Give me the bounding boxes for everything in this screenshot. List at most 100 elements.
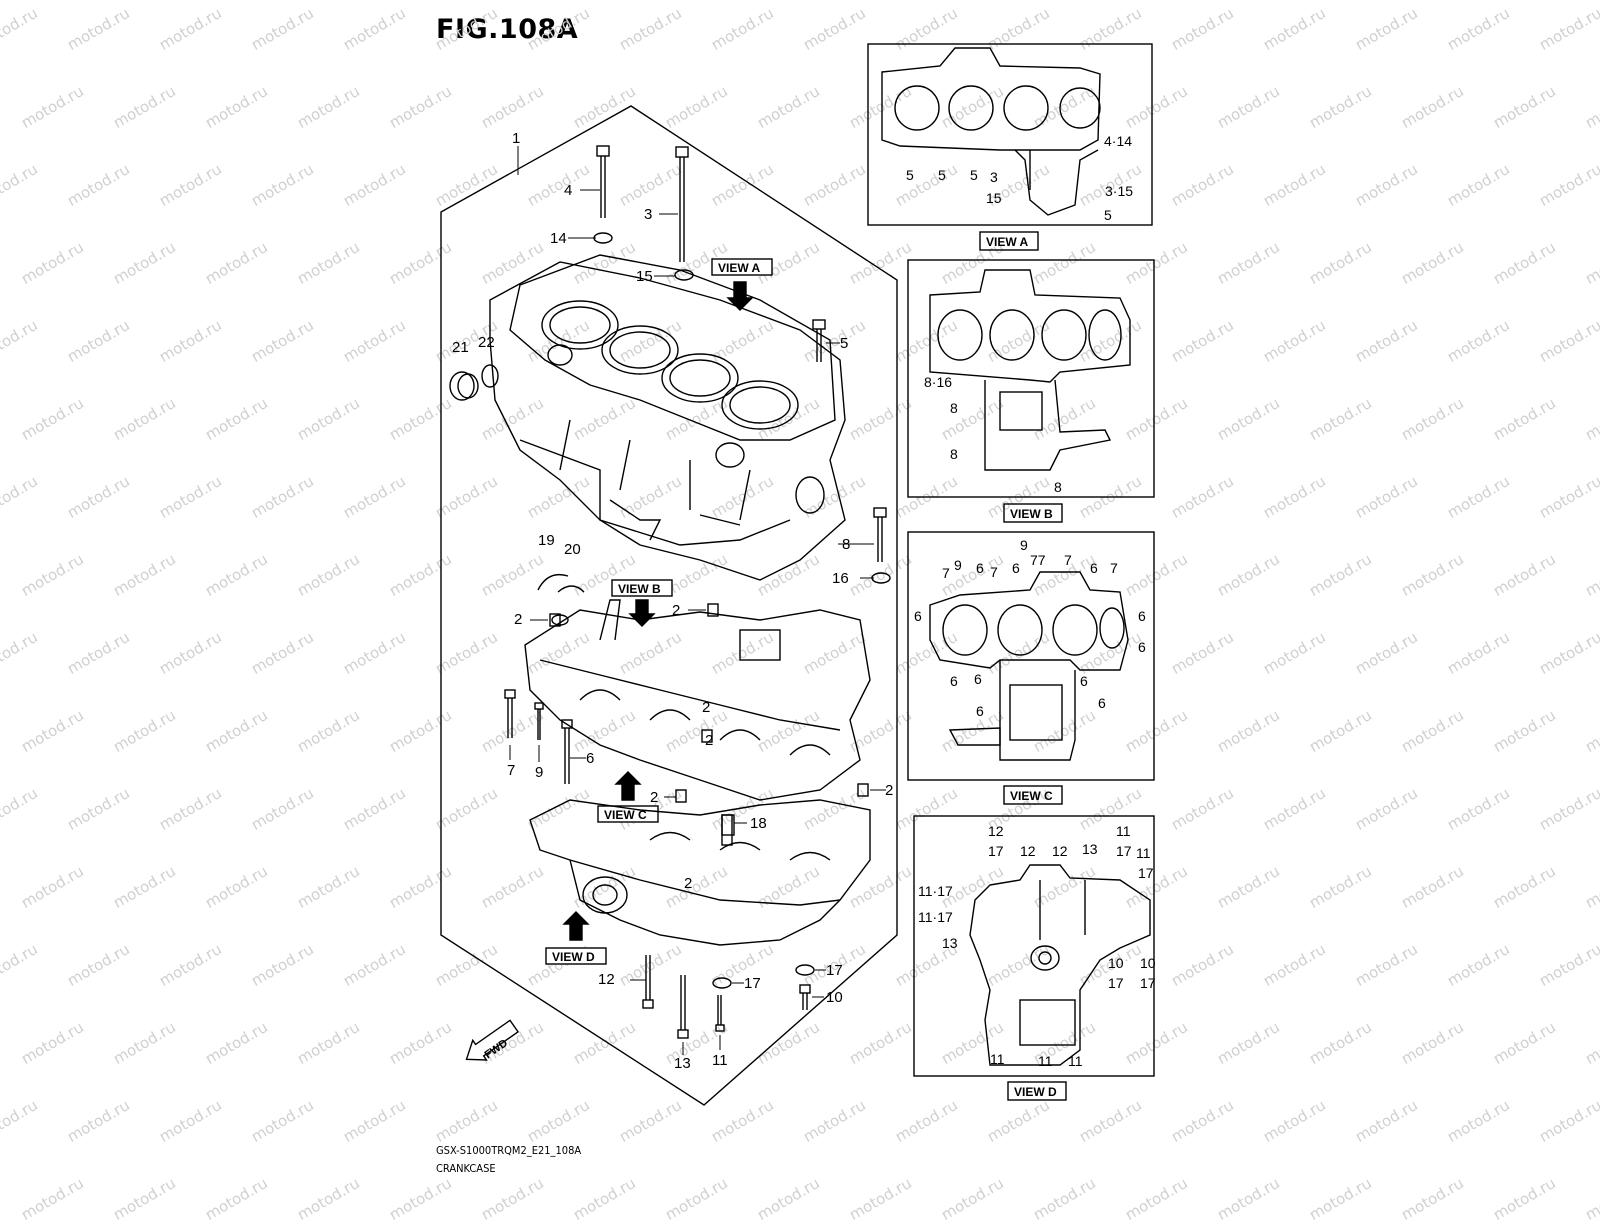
vc-6j: 6: [1098, 695, 1106, 711]
vc-6g: 6: [950, 673, 958, 689]
view-a-box: [867, 43, 1153, 226]
vc-6d: 6: [914, 608, 922, 624]
va-4-14: 4·14: [1104, 133, 1132, 149]
callout-9: 9: [535, 764, 543, 781]
callout-2g: 2: [702, 699, 710, 716]
callout-5: 5: [840, 335, 848, 352]
va-5d: 5: [1104, 207, 1112, 223]
dowel-pins: [549, 603, 869, 803]
vd-17e: 17: [1140, 975, 1156, 991]
view-c-label-box: [1003, 785, 1063, 805]
vc-7a: 7: [942, 565, 950, 581]
vd-11a: 11: [1116, 823, 1131, 839]
view-a-tag-text: VIEW A: [718, 261, 761, 275]
va-3: 3: [990, 169, 998, 185]
washer-14: [593, 232, 613, 244]
bolt-3: [675, 146, 689, 262]
callout-2a: 2: [514, 611, 522, 628]
callout-17a: 17: [744, 975, 761, 992]
callout-13: 13: [674, 1055, 691, 1072]
callout-20: 20: [564, 541, 581, 558]
view-d-tag: [545, 947, 607, 965]
callout-22: 22: [478, 334, 495, 351]
model-code: GSX-S1000TRQM2_E21_108A: [436, 1144, 582, 1157]
callout-4: 4: [564, 182, 572, 199]
view-b-drawing: [929, 269, 1131, 471]
bolt-8: [873, 507, 887, 562]
vd-17a: 17: [988, 843, 1004, 859]
view-b-label: VIEW B: [1010, 507, 1053, 521]
vd-13b: 13: [942, 935, 958, 951]
vc-7c: 7: [1110, 560, 1118, 576]
washer-16: [871, 572, 891, 584]
callout-6: 6: [586, 750, 594, 767]
plug-21: [449, 371, 479, 401]
callout-21: 21: [452, 339, 469, 356]
callout-2c: 2: [705, 732, 713, 749]
view-c-drawing: [929, 571, 1129, 761]
vc-6k: 6: [1080, 673, 1088, 689]
callout-10: 10: [826, 989, 843, 1006]
bearing-19: [537, 573, 569, 591]
callout-17b: 17: [826, 962, 843, 979]
callout-14: 14: [550, 230, 567, 247]
bolt-7: [504, 689, 516, 738]
view-d-label-box: [1007, 1081, 1067, 1101]
vc-77: 77: [1030, 552, 1046, 568]
callout-18: 18: [750, 815, 767, 832]
callout-3: 3: [644, 206, 652, 223]
vc-6e: 6: [1138, 608, 1146, 624]
callout-15: 15: [636, 268, 653, 285]
callout-7: 7: [507, 762, 515, 779]
va-5a: 5: [906, 167, 914, 183]
view-a-tag: [711, 258, 773, 276]
vb-8-16: 8·16: [924, 374, 952, 390]
leader-lines: [509, 146, 886, 1055]
vc-6a: 6: [976, 560, 984, 576]
vd-12a: 12: [988, 823, 1004, 839]
view-b-tag-text: VIEW B: [618, 582, 661, 596]
washer-17: [712, 977, 732, 989]
washer-15: [674, 269, 694, 281]
bolt-12: [642, 955, 654, 1009]
vd-11b: 11: [1136, 845, 1151, 861]
bolt-5: [812, 319, 826, 362]
view-a-label: VIEW A: [986, 235, 1029, 249]
view-b-label-box: [1003, 503, 1063, 523]
vd-11-17b: 11·17: [918, 909, 953, 925]
view-a-label-box: [979, 231, 1039, 251]
bolt-9: [534, 702, 544, 740]
vc-6c: 6: [1090, 560, 1098, 576]
vd-11c: 11: [990, 1051, 1005, 1067]
va-5b: 5: [938, 167, 946, 183]
view-a-drawing: [881, 47, 1101, 216]
view-d-arrow: [562, 911, 590, 941]
vd-12b: 12: [1020, 843, 1036, 859]
bolt-11: [715, 995, 725, 1032]
part-group-name: CRANKCASE: [436, 1162, 496, 1175]
bolt-13: [677, 975, 689, 1039]
vd-10b: 10: [1140, 955, 1156, 971]
view-b-arrow: [628, 599, 656, 627]
vc-7d: 7: [990, 564, 998, 580]
view-a-arrow: [726, 281, 754, 311]
callout-16: 16: [832, 570, 849, 587]
view-c-tag-text: VIEW C: [604, 808, 647, 822]
washer-17b: [795, 964, 815, 976]
view-b-tag: [611, 579, 673, 597]
vb-8b: 8: [950, 446, 958, 462]
vc-9b: 9: [1020, 537, 1028, 553]
callout-2e: 2: [885, 782, 893, 799]
gasket-22: [481, 364, 499, 388]
callout-2f: 2: [684, 875, 692, 892]
vd-11e: 11: [1068, 1053, 1083, 1069]
callout-8: 8: [842, 536, 850, 553]
vb-8a: 8: [950, 400, 958, 416]
view-d-label: VIEW D: [1014, 1085, 1057, 1099]
vd-17c: 17: [1138, 865, 1154, 881]
figure-title: FIG.108A: [436, 14, 579, 45]
vd-11-17a: 11·17: [918, 883, 953, 899]
view-c-arrow: [614, 771, 642, 801]
